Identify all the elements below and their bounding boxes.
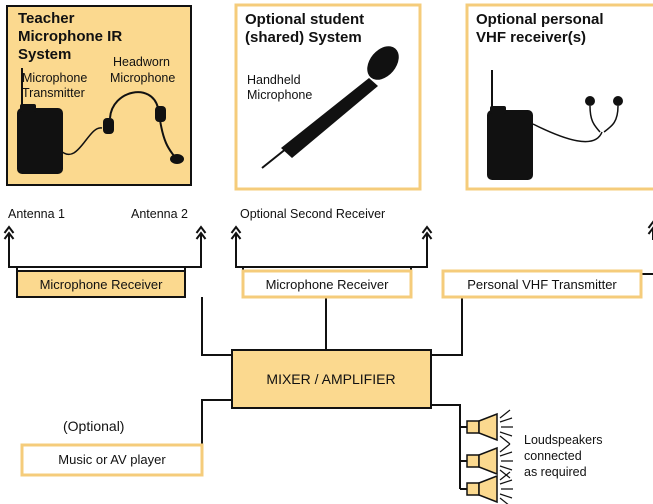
personal-vhf-transmitter: Personal VHF Transmitter	[441, 269, 643, 299]
music-av-player: Music or AV player	[20, 443, 204, 477]
antenna-1-label: Antenna 1	[8, 207, 65, 221]
handheld-microphone-label: Handheld Microphone	[247, 73, 312, 102]
microphone-transmitter-label: Microphone Transmitter	[22, 71, 91, 100]
transmitter-icon	[17, 68, 63, 174]
microphone-receiver-2-label: Microphone Receiver	[266, 277, 390, 292]
personal-receiver-panel: Optional personal VHF receiver(s)	[465, 3, 653, 191]
teacher-system-panel: Teacher Microphone IR System Microphone …	[6, 5, 192, 186]
earphones-icon	[532, 96, 623, 143]
personal-panel-title: Optional personal VHF receiver(s)	[476, 11, 608, 46]
mixer-amplifier-label: MIXER / AMPLIFIER	[266, 371, 395, 387]
optional-label: (Optional)	[63, 418, 124, 434]
antenna-icon	[230, 226, 242, 246]
loudspeakers-label: Loudspeakers connected as required	[524, 433, 606, 479]
antenna-2-label: Antenna 2	[131, 207, 188, 221]
student-panel-title: Optional student (shared) System	[245, 11, 368, 46]
headset-microphone-icon	[59, 91, 184, 164]
student-system-panel: Optional student (shared) System Handhel…	[234, 3, 422, 191]
antenna-icon	[3, 226, 15, 246]
loudspeaker-icon	[466, 471, 514, 504]
antenna-icon	[421, 226, 433, 246]
receiver-bodypack-icon	[487, 70, 533, 180]
second-receiver-label: Optional Second Receiver	[240, 207, 385, 221]
microphone-receiver-2: Microphone Receiver	[241, 269, 413, 299]
mixer-amplifier: MIXER / AMPLIFIER	[231, 349, 432, 409]
loudspeaker-icon	[466, 443, 514, 479]
handheld-microphone-icon	[261, 46, 399, 169]
teacher-panel-title: Teacher Microphone IR System	[18, 10, 126, 63]
headworn-microphone-label: Headworn Microphone	[110, 55, 175, 85]
microphone-receiver-1: Microphone Receiver	[16, 270, 186, 298]
music-av-player-label: Music or AV player	[58, 452, 166, 467]
antenna-icon	[647, 221, 653, 241]
personal-vhf-transmitter-label: Personal VHF Transmitter	[467, 277, 617, 292]
loudspeaker-icon	[466, 409, 514, 445]
antenna-icon	[195, 226, 207, 246]
microphone-receiver-1-label: Microphone Receiver	[40, 277, 164, 292]
